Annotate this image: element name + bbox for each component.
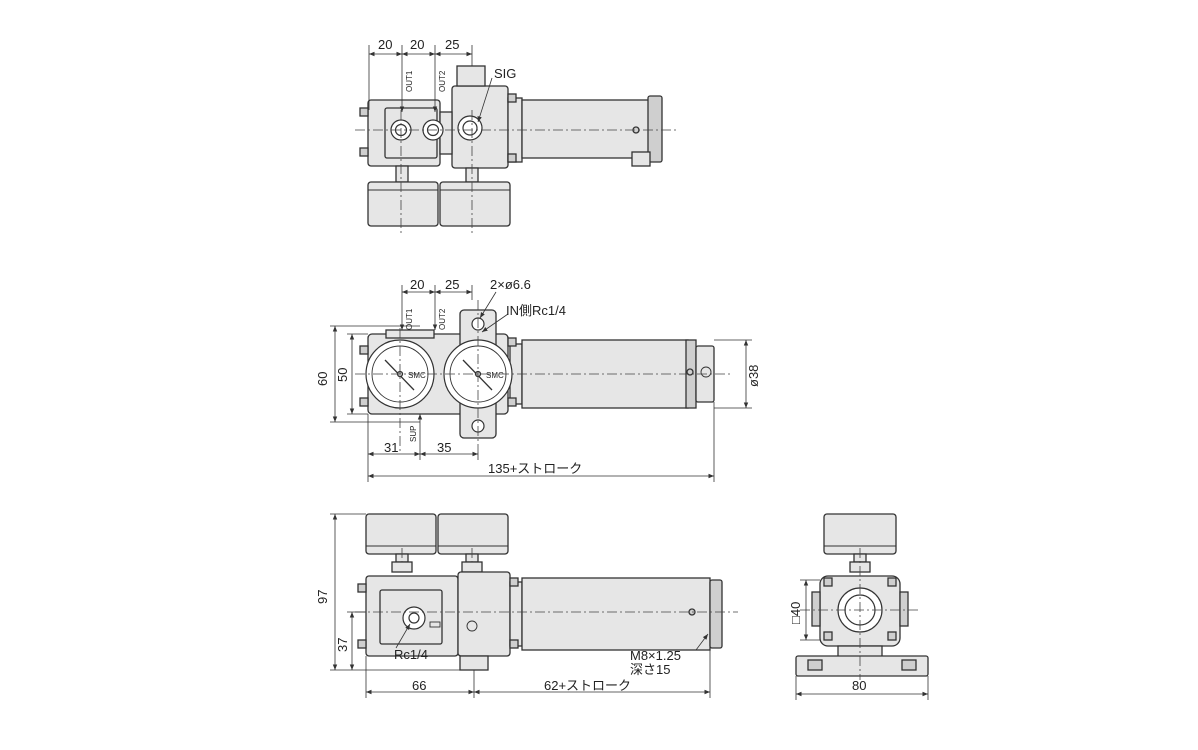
front-dia-38: ø38 (746, 365, 761, 387)
hole-callout: 2×ø6.6 (490, 277, 531, 292)
top-port-out2: OUT2 (438, 70, 447, 92)
side-port-callout: Rc1/4 (394, 647, 428, 662)
top-dim-3: 25 (445, 37, 459, 52)
side-dim-66: 66 (412, 678, 426, 693)
front-dim-35: 35 (437, 440, 451, 455)
front-port-out1: OUT1 (405, 308, 414, 330)
top-view: 20 20 25 OUT1 OUT2 SIG (355, 37, 678, 236)
top-dim-1: 20 (378, 37, 392, 52)
gauge-brand-1: SMC (408, 371, 426, 380)
side-height-97: 97 (315, 590, 330, 604)
front-dim-top-1: 20 (410, 277, 424, 292)
top-port-out1: OUT1 (405, 70, 414, 92)
overall-length: 135+ストローク (488, 461, 582, 476)
gauge-brand-2: SMC (486, 371, 504, 380)
in-port-callout: IN側Rc1/4 (506, 303, 566, 318)
thread-callout-2: 深さ15 (630, 662, 670, 677)
front-dim-31: 31 (384, 440, 398, 455)
front-view: SMC SMC (315, 277, 761, 482)
sig-label: SIG (494, 66, 516, 81)
end-width-80: 80 (852, 678, 866, 693)
front-height-60: 60 (315, 372, 330, 386)
side-view: 97 37 Rc1/4 M8×1.25 深さ15 66 62+ストローク (315, 513, 738, 698)
top-dim-2: 20 (410, 37, 424, 52)
end-square-40: □40 (788, 602, 803, 624)
side-height-37: 37 (335, 638, 350, 652)
side-dim-stroke: 62+ストローク (544, 678, 631, 693)
front-port-out2: OUT2 (438, 308, 447, 330)
sup-label: SUP (409, 426, 418, 442)
thread-callout-1: M8×1.25 (630, 648, 681, 663)
end-view: □40 80 (788, 513, 929, 700)
front-height-50: 50 (335, 368, 350, 382)
front-dim-top-2: 25 (445, 277, 459, 292)
